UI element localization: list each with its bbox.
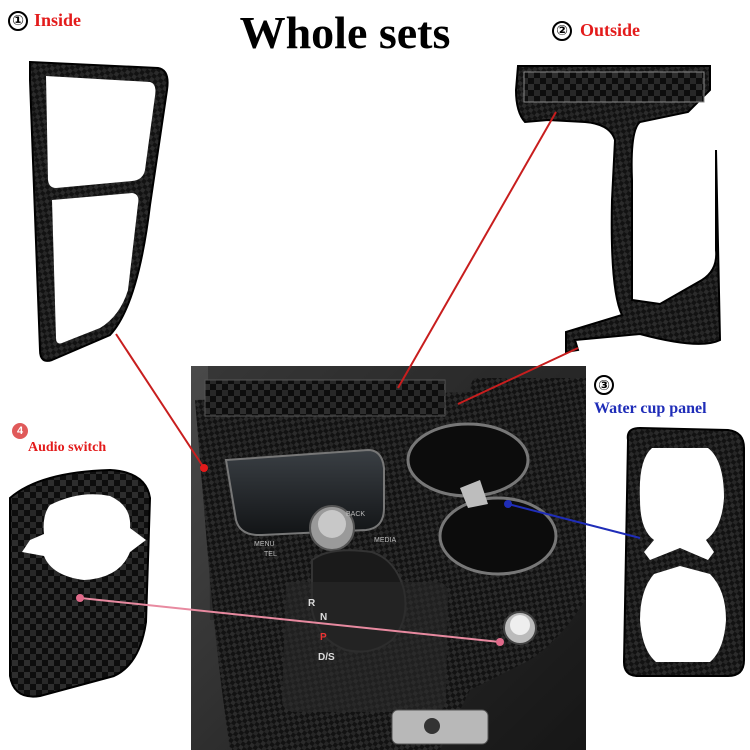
- number-badge-2: ②: [552, 20, 572, 41]
- gear-p-text: P: [320, 632, 327, 643]
- label-inside: ① Inside: [8, 10, 81, 31]
- connector-audio-dot-end: [496, 638, 504, 646]
- label-inside-text: Inside: [34, 10, 82, 30]
- connector-outside-2: [457, 347, 579, 405]
- audio-switch-part: [9, 468, 152, 698]
- connector-audio-dot-start: [76, 594, 84, 602]
- connector-inside-dot: [200, 464, 208, 472]
- inside-frame-part: [29, 60, 169, 362]
- connector-water-cup-dot: [504, 500, 512, 508]
- number-badge-3-wrap: ③: [594, 375, 614, 395]
- number-badge-1: ①: [8, 10, 28, 31]
- car-console-photo: [191, 366, 586, 750]
- screen-back-text: BACK: [346, 511, 365, 518]
- number-badge-4: 4: [12, 423, 28, 439]
- label-outside: ② Outside: [552, 20, 640, 41]
- number-badge-3: ③: [594, 375, 614, 395]
- label-audio-switch-text: Audio switch: [28, 440, 107, 455]
- water-cup-panel-part: [622, 426, 745, 677]
- gear-r-text: R: [308, 598, 316, 609]
- connector-audio: [79, 597, 501, 643]
- outside-frame-part: [514, 65, 722, 354]
- connector-inside: [115, 333, 205, 469]
- screen-tel-text: TEL: [264, 551, 277, 558]
- number-badge-4-wrap: 4: [12, 421, 28, 439]
- label-outside-text: Outside: [580, 20, 641, 40]
- page-title: Whole sets: [239, 7, 451, 58]
- label-water-cup-text: Water cup panel: [594, 400, 707, 417]
- gear-ds-text: D/S: [318, 652, 335, 663]
- screen-media-text: MEDIA: [374, 537, 397, 544]
- connector-water-cup: [507, 503, 641, 539]
- gear-n-text: N: [320, 612, 327, 623]
- connector-outside-1: [397, 111, 557, 389]
- screen-menu-text: MENU: [254, 541, 275, 548]
